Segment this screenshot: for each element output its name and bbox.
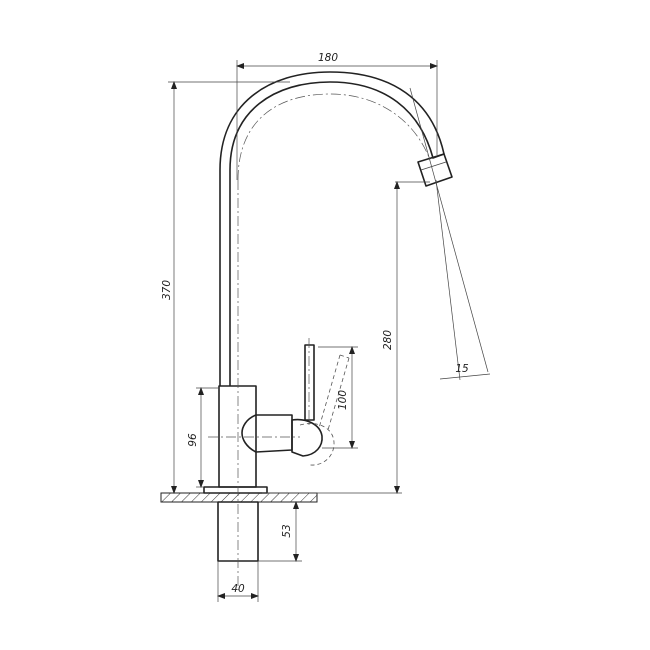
dimension-40: 40	[217, 561, 259, 602]
dimension-label: 96	[187, 433, 199, 447]
spout-aerator	[417, 153, 453, 187]
spout	[219, 71, 445, 386]
dimension-label: 15	[455, 363, 469, 375]
centerlines	[208, 93, 431, 590]
handle-lever	[304, 344, 315, 421]
dimension-96: 96	[187, 387, 219, 488]
dimension-280: 280	[262, 181, 430, 494]
handle-cap	[291, 418, 323, 457]
handle-housing	[241, 414, 293, 453]
dimension-label: 370	[161, 280, 173, 300]
dimension-label: 280	[382, 330, 394, 350]
dimension-label: 53	[281, 524, 293, 537]
handle-lever-alt-position	[299, 354, 350, 466]
base-flange	[203, 486, 268, 494]
dimension-label: 100	[337, 390, 349, 410]
dimension-15-angle: 15	[409, 87, 491, 381]
dimension-label: 180	[318, 52, 338, 64]
aerator-inner-line	[420, 161, 447, 171]
dimension-180: 180	[236, 52, 438, 180]
dimension-53: 53	[258, 501, 302, 562]
faucet-body	[218, 385, 257, 488]
dimension-100: 100	[318, 346, 358, 449]
dimension-370: 370	[161, 81, 290, 494]
dimension-label: 40	[231, 583, 245, 595]
countertop	[160, 492, 318, 503]
